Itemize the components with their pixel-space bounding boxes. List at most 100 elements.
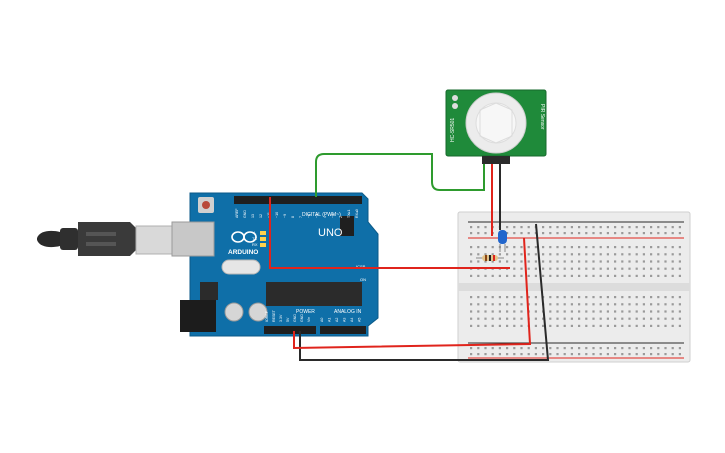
breadboard-hole[interactable] xyxy=(650,324,653,327)
breadboard-hole[interactable] xyxy=(585,246,588,249)
breadboard-hole[interactable] xyxy=(570,303,573,306)
breadboard-hole[interactable] xyxy=(520,353,523,356)
breadboard-hole[interactable] xyxy=(664,274,667,277)
resistor-icon[interactable] xyxy=(476,255,504,261)
breadboard-hole[interactable] xyxy=(578,232,581,235)
breadboard-hole[interactable] xyxy=(614,274,617,277)
breadboard-hole[interactable] xyxy=(506,253,509,256)
breadboard-hole[interactable] xyxy=(477,260,480,263)
breadboard-hole[interactable] xyxy=(678,267,681,270)
breadboard-hole[interactable] xyxy=(506,353,509,356)
breadboard-hole[interactable] xyxy=(592,324,595,327)
breadboard-hole[interactable] xyxy=(556,310,559,313)
breadboard-hole[interactable] xyxy=(484,253,487,256)
breadboard-hole[interactable] xyxy=(621,310,624,313)
breadboard-hole[interactable] xyxy=(542,347,545,350)
breadboard-hole[interactable] xyxy=(592,347,595,350)
breadboard-hole[interactable] xyxy=(599,226,602,229)
breadboard-hole[interactable] xyxy=(520,303,523,306)
breadboard-hole[interactable] xyxy=(491,324,494,327)
breadboard-hole[interactable] xyxy=(570,310,573,313)
breadboard-hole[interactable] xyxy=(657,246,660,249)
breadboard-hole[interactable] xyxy=(664,324,667,327)
breadboard-hole[interactable] xyxy=(650,267,653,270)
breadboard-hole[interactable] xyxy=(556,274,559,277)
breadboard-hole[interactable] xyxy=(606,310,609,313)
breadboard-hole[interactable] xyxy=(678,310,681,313)
breadboard-hole[interactable] xyxy=(491,296,494,299)
breadboard-hole[interactable] xyxy=(578,274,581,277)
breadboard-hole[interactable] xyxy=(578,246,581,249)
breadboard-hole[interactable] xyxy=(570,226,573,229)
breadboard-hole[interactable] xyxy=(585,317,588,320)
breadboard-hole[interactable] xyxy=(635,260,638,263)
breadboard-hole[interactable] xyxy=(642,246,645,249)
breadboard-hole[interactable] xyxy=(614,267,617,270)
breadboard-hole[interactable] xyxy=(484,274,487,277)
breadboard-hole[interactable] xyxy=(628,246,631,249)
breadboard-hole[interactable] xyxy=(484,246,487,249)
breadboard-hole[interactable] xyxy=(635,303,638,306)
breadboard-hole[interactable] xyxy=(592,310,595,313)
breadboard-hole[interactable] xyxy=(506,296,509,299)
breadboard-hole[interactable] xyxy=(606,232,609,235)
breadboard-hole[interactable] xyxy=(657,267,660,270)
breadboard-hole[interactable] xyxy=(563,246,566,249)
breadboard[interactable] xyxy=(457,211,691,363)
breadboard-hole[interactable] xyxy=(585,310,588,313)
breadboard-hole[interactable] xyxy=(678,317,681,320)
breadboard-hole[interactable] xyxy=(484,226,487,229)
breadboard-hole[interactable] xyxy=(542,260,545,263)
breadboard-hole[interactable] xyxy=(599,274,602,277)
breadboard-hole[interactable] xyxy=(556,246,559,249)
breadboard-hole[interactable] xyxy=(678,324,681,327)
breadboard-hole[interactable] xyxy=(549,347,552,350)
breadboard-hole[interactable] xyxy=(657,253,660,256)
breadboard-hole[interactable] xyxy=(534,296,537,299)
breadboard-hole[interactable] xyxy=(628,347,631,350)
breadboard-hole[interactable] xyxy=(614,296,617,299)
breadboard-hole[interactable] xyxy=(534,260,537,263)
breadboard-hole[interactable] xyxy=(498,324,501,327)
breadboard-hole[interactable] xyxy=(628,296,631,299)
breadboard-hole[interactable] xyxy=(498,347,501,350)
breadboard-hole[interactable] xyxy=(678,296,681,299)
breadboard-hole[interactable] xyxy=(599,353,602,356)
breadboard-hole[interactable] xyxy=(513,347,516,350)
breadboard-hole[interactable] xyxy=(592,253,595,256)
breadboard-hole[interactable] xyxy=(520,296,523,299)
breadboard-hole[interactable] xyxy=(491,310,494,313)
breadboard-hole[interactable] xyxy=(678,274,681,277)
breadboard-hole[interactable] xyxy=(491,303,494,306)
breadboard-hole[interactable] xyxy=(671,303,674,306)
breadboard-hole[interactable] xyxy=(534,253,537,256)
breadboard-hole[interactable] xyxy=(664,267,667,270)
breadboard-hole[interactable] xyxy=(592,267,595,270)
breadboard-hole[interactable] xyxy=(570,267,573,270)
breadboard-hole[interactable] xyxy=(513,260,516,263)
breadboard-hole[interactable] xyxy=(650,260,653,263)
breadboard-hole[interactable] xyxy=(534,274,537,277)
breadboard-hole[interactable] xyxy=(578,253,581,256)
breadboard-hole[interactable] xyxy=(556,324,559,327)
breadboard-hole[interactable] xyxy=(491,317,494,320)
breadboard-hole[interactable] xyxy=(506,303,509,306)
breadboard-hole[interactable] xyxy=(506,274,509,277)
breadboard-hole[interactable] xyxy=(542,267,545,270)
breadboard-hole[interactable] xyxy=(470,296,473,299)
breadboard-hole[interactable] xyxy=(549,353,552,356)
breadboard-hole[interactable] xyxy=(664,317,667,320)
breadboard-hole[interactable] xyxy=(664,296,667,299)
breadboard-hole[interactable] xyxy=(549,246,552,249)
breadboard-hole[interactable] xyxy=(513,317,516,320)
breadboard-hole[interactable] xyxy=(585,296,588,299)
breadboard-hole[interactable] xyxy=(570,317,573,320)
breadboard-hole[interactable] xyxy=(549,226,552,229)
breadboard-hole[interactable] xyxy=(635,317,638,320)
breadboard-hole[interactable] xyxy=(671,353,674,356)
breadboard-hole[interactable] xyxy=(671,310,674,313)
breadboard-hole[interactable] xyxy=(650,303,653,306)
breadboard-hole[interactable] xyxy=(642,296,645,299)
breadboard-hole[interactable] xyxy=(678,347,681,350)
breadboard-hole[interactable] xyxy=(520,274,523,277)
